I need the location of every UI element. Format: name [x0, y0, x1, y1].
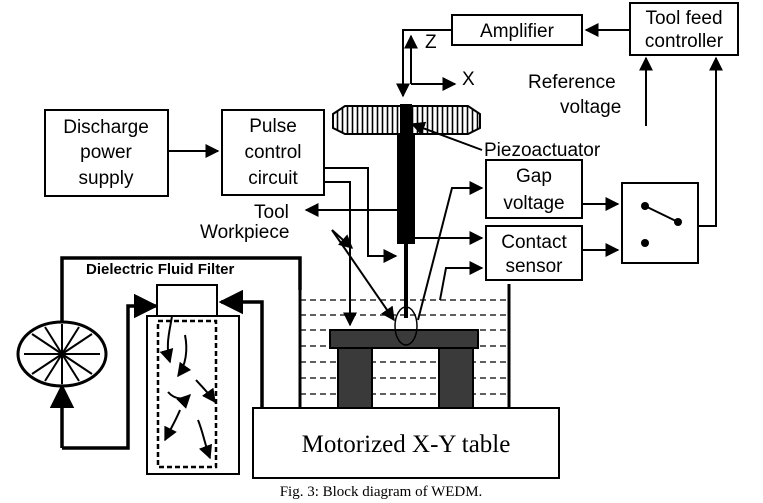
gap-voltage-block: Gap voltage: [485, 159, 583, 219]
discharge-label-line3: supply: [79, 168, 134, 189]
workpiece-leg-right: [438, 347, 474, 409]
tool-feed-label-line2: controller: [645, 31, 724, 52]
amplifier-block: Amplifier: [451, 14, 583, 46]
line-amplifier-to-piezo: [396, 29, 452, 98]
workpiece-leg-left: [337, 347, 373, 409]
wire-pulse-to-tool: [324, 167, 398, 263]
workpiece-plate: [329, 329, 479, 349]
dielectric-fluid-filter: [146, 284, 240, 475]
gap-voltage-line1: Gap: [516, 166, 552, 187]
tool-label: Tool: [254, 202, 289, 223]
arrow-piezo-label: [410, 121, 483, 151]
reference-voltage-line1: Reference: [528, 72, 616, 93]
gap-voltage-line2: voltage: [503, 193, 564, 214]
discharge-power-supply-block: Discharge power supply: [44, 109, 169, 197]
motorized-xy-table: Motorized X-Y table: [252, 407, 560, 479]
pulse-label-line3: circuit: [248, 168, 298, 189]
contact-sensor-line1: Contact: [501, 232, 567, 253]
discharge-label-line1: Discharge: [63, 117, 149, 138]
piezoactuator: [332, 104, 481, 138]
pulse-label-line1: Pulse: [249, 116, 297, 137]
gap-zone-ellipse: [394, 306, 418, 346]
amplifier-label: Amplifier: [480, 21, 555, 42]
arrow-workpiece-to-contact: [439, 261, 484, 301]
wire-pulse-to-workpiece: [324, 181, 357, 327]
reference-voltage-line2: voltage: [560, 97, 621, 118]
pipe-filter-to-tank: [218, 289, 264, 408]
workpiece-label: Workpiece: [200, 222, 289, 243]
arrow-gap-to-gapvoltage: [417, 181, 484, 321]
x-axis-label: X: [462, 69, 475, 90]
arrow-workpiece-label: [331, 229, 395, 322]
filter-label: Dielectric Fluid Filter: [86, 261, 235, 278]
arrow-switch-to-controller: [698, 56, 723, 227]
switch-block: [621, 182, 699, 264]
contact-sensor-line2: sensor: [505, 256, 563, 277]
axis-indicator: Z X: [404, 32, 475, 91]
dielectric-tank: [298, 284, 511, 409]
piezoactuator-label: Piezoactuator: [484, 140, 601, 161]
pipe-pump-to-filter: [62, 293, 159, 450]
table-label: Motorized X-Y table: [302, 431, 511, 458]
tool-feed-controller-block: Tool feed controller: [629, 2, 739, 56]
tool-electrode: [397, 134, 415, 318]
pipe-tank-to-pump: [60, 256, 302, 322]
contact-sensor-block: Contact sensor: [485, 225, 583, 281]
pulse-label-line2: control: [244, 142, 301, 163]
arrow-workpiece-label-2: [331, 229, 354, 249]
pulse-control-circuit-block: Pulse control circuit: [221, 109, 325, 196]
pump: [16, 320, 108, 388]
figure-caption: Fig. 3: Block diagram of WEDM.: [280, 484, 483, 500]
z-axis-label: Z: [425, 32, 437, 53]
discharge-label-line2: power: [80, 142, 132, 163]
tool-feed-label-line1: Tool feed: [645, 8, 722, 29]
